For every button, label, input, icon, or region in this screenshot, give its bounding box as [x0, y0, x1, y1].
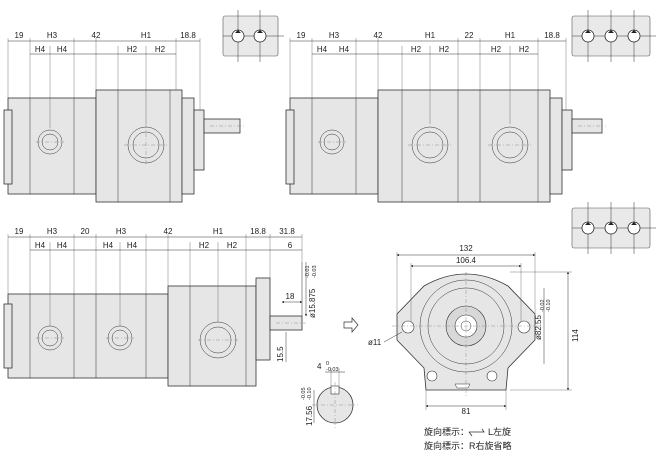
shaft-diameter-tol-top: -0.01 — [305, 265, 311, 278]
boss — [561, 109, 573, 171]
mount-hole — [517, 320, 531, 334]
side-view-tandem: 19 H3 42 H1 22 H1 18.8 H4 H4 H2 H2 H2 H2 — [285, 31, 606, 203]
dim-19: 19 — [15, 31, 24, 40]
flange — [181, 97, 195, 195]
rear-cap — [3, 109, 13, 185]
rotation-arrow-icon — [454, 383, 471, 389]
dim-31-8: 31.8 — [279, 227, 295, 236]
boss — [193, 109, 205, 171]
dim-20: 20 — [81, 227, 90, 236]
dim-h2: H2 — [519, 45, 530, 54]
dim-18-8: 18.8 — [180, 31, 196, 40]
dim-h2: H2 — [491, 45, 502, 54]
dim-132: 132 — [459, 244, 473, 253]
dim-h1: H1 — [505, 31, 516, 40]
dim-42: 42 — [92, 31, 101, 40]
dim-h4: H4 — [35, 241, 46, 250]
side-view-double: 19 H3 42 H1 18.8 H4 H4 H2 H2 — [3, 31, 244, 203]
shaft-diameter-tol-bot: -0.03 — [312, 265, 318, 278]
dim-h4: H4 — [57, 241, 68, 250]
pilot-diameter-tol-bot: -0.10 — [546, 299, 552, 312]
front-housing — [95, 89, 183, 203]
dim-h4: H4 — [127, 241, 138, 250]
rear-cover — [7, 97, 97, 195]
hydraulic-symbol-double — [222, 10, 284, 62]
note-line-2: 旋向標示：R右旋省略 — [424, 440, 512, 451]
pilot-diameter-tol-top: -0.02 — [540, 299, 546, 312]
dim-h1: H1 — [213, 227, 224, 236]
shaft-length: 18 — [286, 292, 295, 301]
dim-h2: H2 — [127, 45, 138, 54]
hole-diameter: ø11 — [368, 338, 382, 347]
flange — [549, 97, 563, 195]
dim-h3: H3 — [47, 227, 58, 236]
dim-18-8: 18.8 — [250, 227, 266, 236]
view-arrow-icon — [343, 317, 359, 333]
dim-22: 22 — [465, 31, 474, 40]
side-view-triple: 19 H3 20 H3 42 H1 18.8 31.8 H4 H4 H4 H4 … — [3, 227, 318, 387]
rear-cap — [3, 303, 13, 369]
key-width-tol-top: 0 — [326, 361, 329, 367]
dim-19: 19 — [15, 227, 24, 236]
dim-81: 81 — [462, 407, 471, 416]
dim-h2: H2 — [439, 45, 450, 54]
shaft-diameter: ø15.875 — [308, 288, 317, 318]
dim-h4: H4 — [57, 45, 68, 54]
shaft-offset: 15.5 — [276, 346, 285, 362]
dim-h1: H1 — [425, 31, 436, 40]
dim-h2: H2 — [411, 45, 422, 54]
front-view: 132 106.4 114 ø82.55 -0.02 -0.10 ø11 81 — [368, 244, 580, 416]
front-housing — [167, 285, 257, 387]
dim-h3: H3 — [116, 227, 127, 236]
key-height: 17.56 — [305, 405, 314, 426]
dim-6: 6 — [288, 241, 293, 250]
hydraulic-symbol-triple-b — [571, 202, 656, 254]
rear-cap — [285, 109, 295, 185]
rotation-notes: 旋向標示： L左旋 旋向標示：R右旋省略 — [424, 426, 512, 451]
dim-42: 42 — [374, 31, 383, 40]
hydraulic-symbol-triple — [571, 10, 656, 62]
dim-19: 19 — [297, 31, 306, 40]
dim-h2: H2 — [199, 241, 210, 250]
dim-h4: H4 — [317, 45, 328, 54]
dim-18-8: 18.8 — [544, 31, 560, 40]
key-height-tol-bot: -0.10 — [307, 387, 313, 400]
dim-42: 42 — [164, 227, 173, 236]
key-width: 4 — [317, 362, 322, 371]
key-width-tol-bot: -0.03 — [326, 367, 339, 373]
dim-h1: H1 — [141, 31, 152, 40]
flange — [255, 277, 271, 361]
key-height-tol-top: -0.05 — [301, 387, 307, 400]
rear-cover — [289, 97, 379, 195]
rear-section — [7, 293, 169, 379]
front-housing — [377, 89, 551, 203]
dim-h4: H4 — [35, 45, 46, 54]
dim-h2: H2 — [227, 241, 238, 250]
key-detail: 4 0 -0.03 17.56 -0.05 -0.10 — [301, 361, 358, 428]
dim-h4: H4 — [103, 241, 114, 250]
mount-hole — [401, 320, 415, 334]
dim-106-4: 106.4 — [456, 256, 477, 265]
ccw-arrow-icon — [468, 428, 485, 437]
pilot-diameter: ø82.55 — [534, 315, 543, 340]
dim-114: 114 — [571, 329, 580, 342]
note-line-1-suffix: L左旋 — [488, 426, 511, 437]
dim-h4: H4 — [339, 45, 350, 54]
dim-h3: H3 — [47, 31, 58, 40]
dim-h2: H2 — [155, 45, 166, 54]
dim-h3: H3 — [329, 31, 340, 40]
note-line-1-prefix: 旋向標示： — [424, 426, 469, 437]
